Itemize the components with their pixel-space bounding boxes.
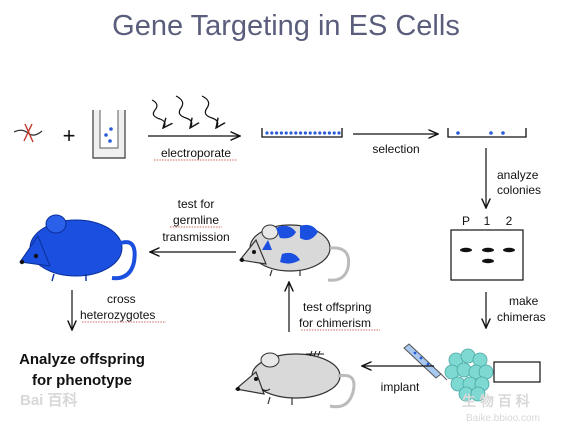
germline-label-2: germline [173, 213, 219, 227]
make-chimeras-label-1: make [509, 294, 539, 308]
es-cell-dot [275, 131, 279, 135]
es-cell-dot [265, 131, 269, 135]
cuvette-icon [92, 110, 126, 159]
es-cell-dot [294, 131, 298, 135]
foster-mouse-icon [234, 350, 356, 409]
analyze-offspring-label-2: for phenotype [32, 372, 132, 389]
diagram-title: Gene Targeting in ES Cells [112, 10, 460, 42]
culture-plate-unselected [261, 128, 343, 138]
cross-label-1: cross [107, 292, 136, 306]
watermark-right-url: Baike.bbioo.com [466, 413, 540, 424]
es-cell-dot [270, 131, 274, 135]
test-offspring-label-1: test offspring [303, 300, 371, 314]
electroporate-label: electroporate [161, 146, 231, 160]
implant-label: implant [381, 380, 420, 394]
analyze-colonies-label-2: colonies [497, 183, 541, 197]
es-cell-dot [299, 131, 303, 135]
culture-plate-selected [447, 128, 527, 138]
es-cell-dot [337, 131, 341, 135]
es-cell-dot [289, 131, 293, 135]
transgenic-mouse-icon [19, 214, 137, 282]
es-cell-dot [323, 131, 327, 135]
holding-pipette-icon [493, 361, 541, 383]
test-offspring-label-2: for chimerism [299, 316, 371, 330]
watermark-left: Bai 百科 [20, 391, 78, 409]
es-cell-dot [318, 131, 322, 135]
es-cell-dot [303, 131, 307, 135]
germline-label-3: transmission [162, 230, 229, 244]
plus-sign: + [63, 123, 76, 148]
cross-label-2: heterozygotes [80, 308, 155, 322]
es-cell-dot [313, 131, 317, 135]
es-cell-dot [284, 131, 288, 135]
injection-pipette-icon [403, 343, 448, 381]
electric-pulse-icon [151, 95, 218, 128]
analyze-offspring-label-1: Analyze offspring [19, 351, 145, 368]
blastocyst-cell [470, 386, 486, 402]
es-cell-dot [327, 131, 331, 135]
es-cell-dot [279, 131, 283, 135]
dna-construct-icon [13, 123, 43, 143]
make-chimeras-label-2: chimeras [497, 310, 546, 324]
germline-label-1: test for [178, 197, 215, 211]
watermark-right-cn: 生 物 百 科 [462, 393, 530, 409]
gel-lane-2: 2 [506, 214, 513, 228]
es-cell-dot [308, 131, 312, 135]
es-cell-dot [332, 131, 336, 135]
selection-label: selection [372, 142, 419, 156]
analyze-colonies-label-1: analyze [497, 168, 539, 182]
gel-blot: P 1 2 [450, 214, 524, 281]
gel-lane-p: P [462, 214, 470, 228]
blastocyst-icon [444, 348, 494, 402]
gel-lane-1: 1 [484, 214, 491, 228]
chimera-mouse-icon [238, 224, 351, 282]
